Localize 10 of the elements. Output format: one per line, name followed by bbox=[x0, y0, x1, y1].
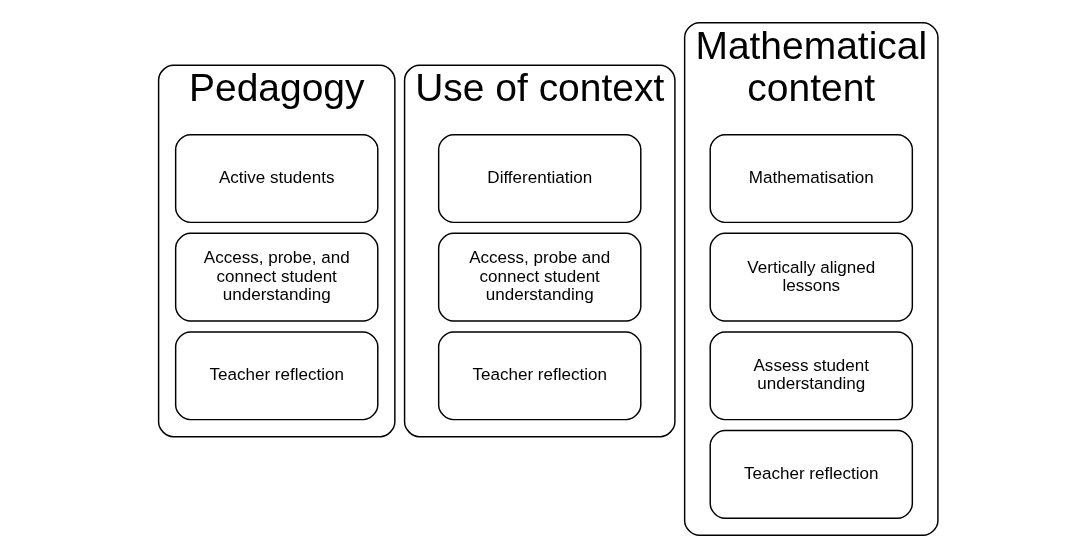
node-box: Vertically aligned lessons bbox=[709, 232, 913, 322]
node-box: Active students bbox=[174, 134, 379, 224]
node-box: Mathematisation bbox=[709, 134, 913, 224]
node-box: Assess student understanding bbox=[709, 331, 913, 421]
node-box: Teacher reflection bbox=[174, 331, 379, 421]
node-box: Teacher reflection bbox=[709, 429, 913, 519]
node-box: Access, probe and connect student understanding bbox=[437, 232, 642, 322]
node-box: Access, probe, and connect student understanding bbox=[174, 232, 379, 322]
node-box: Differentiation bbox=[437, 134, 642, 224]
node-box: Teacher reflection bbox=[437, 331, 642, 421]
